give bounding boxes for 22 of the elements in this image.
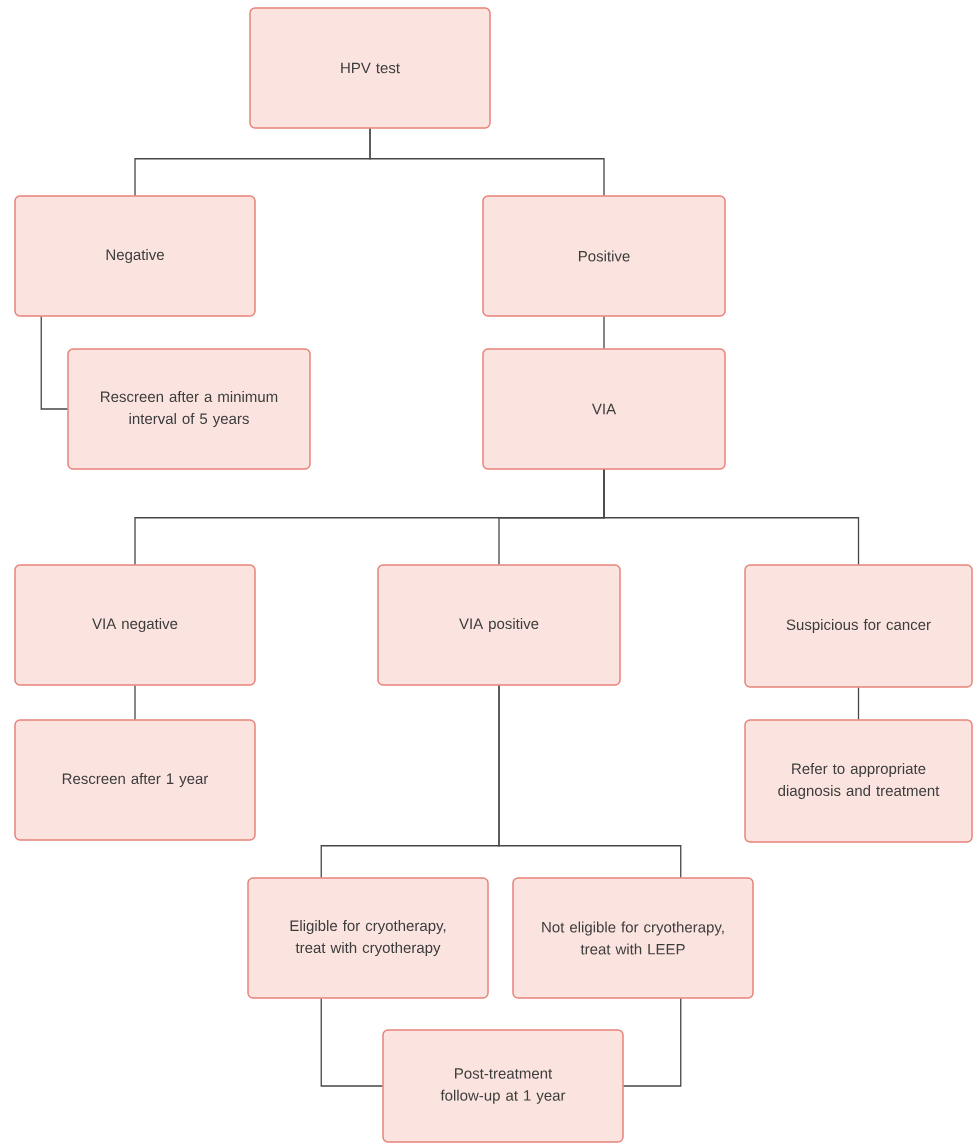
process-box: VIA positive bbox=[377, 564, 621, 686]
process-box: VIA bbox=[482, 348, 726, 470]
process-box: Rescreen after 1 year bbox=[14, 719, 256, 841]
process-box: Not eligible for cryotherapy, treat with LEEP bbox=[512, 877, 754, 999]
process-box: Eligible for cryotherapy, treat with cryotherapy bbox=[247, 877, 489, 999]
connector-line bbox=[603, 469, 860, 565]
connector-line bbox=[134, 685, 136, 720]
process-box: Negative bbox=[14, 195, 256, 317]
process-box: Refer to appropriate diagnosis and treatment bbox=[744, 719, 973, 843]
connector-line bbox=[857, 687, 860, 720]
connector-line bbox=[320, 998, 383, 1087]
connector-line bbox=[498, 685, 682, 878]
process-box: Suspicious for cancer bbox=[744, 564, 973, 688]
process-box: Rescreen after a minimum interval of 5 years bbox=[67, 348, 311, 470]
process-box: Post-treatment follow-up at 1 year bbox=[382, 1029, 624, 1143]
connector-line bbox=[603, 316, 605, 349]
connector-line bbox=[369, 128, 605, 196]
process-box: Positive bbox=[482, 195, 726, 317]
connector-line bbox=[40, 316, 68, 410]
process-box: VIA negative bbox=[14, 564, 256, 686]
process-box: HPV test bbox=[249, 7, 491, 129]
connector-line bbox=[623, 998, 682, 1087]
